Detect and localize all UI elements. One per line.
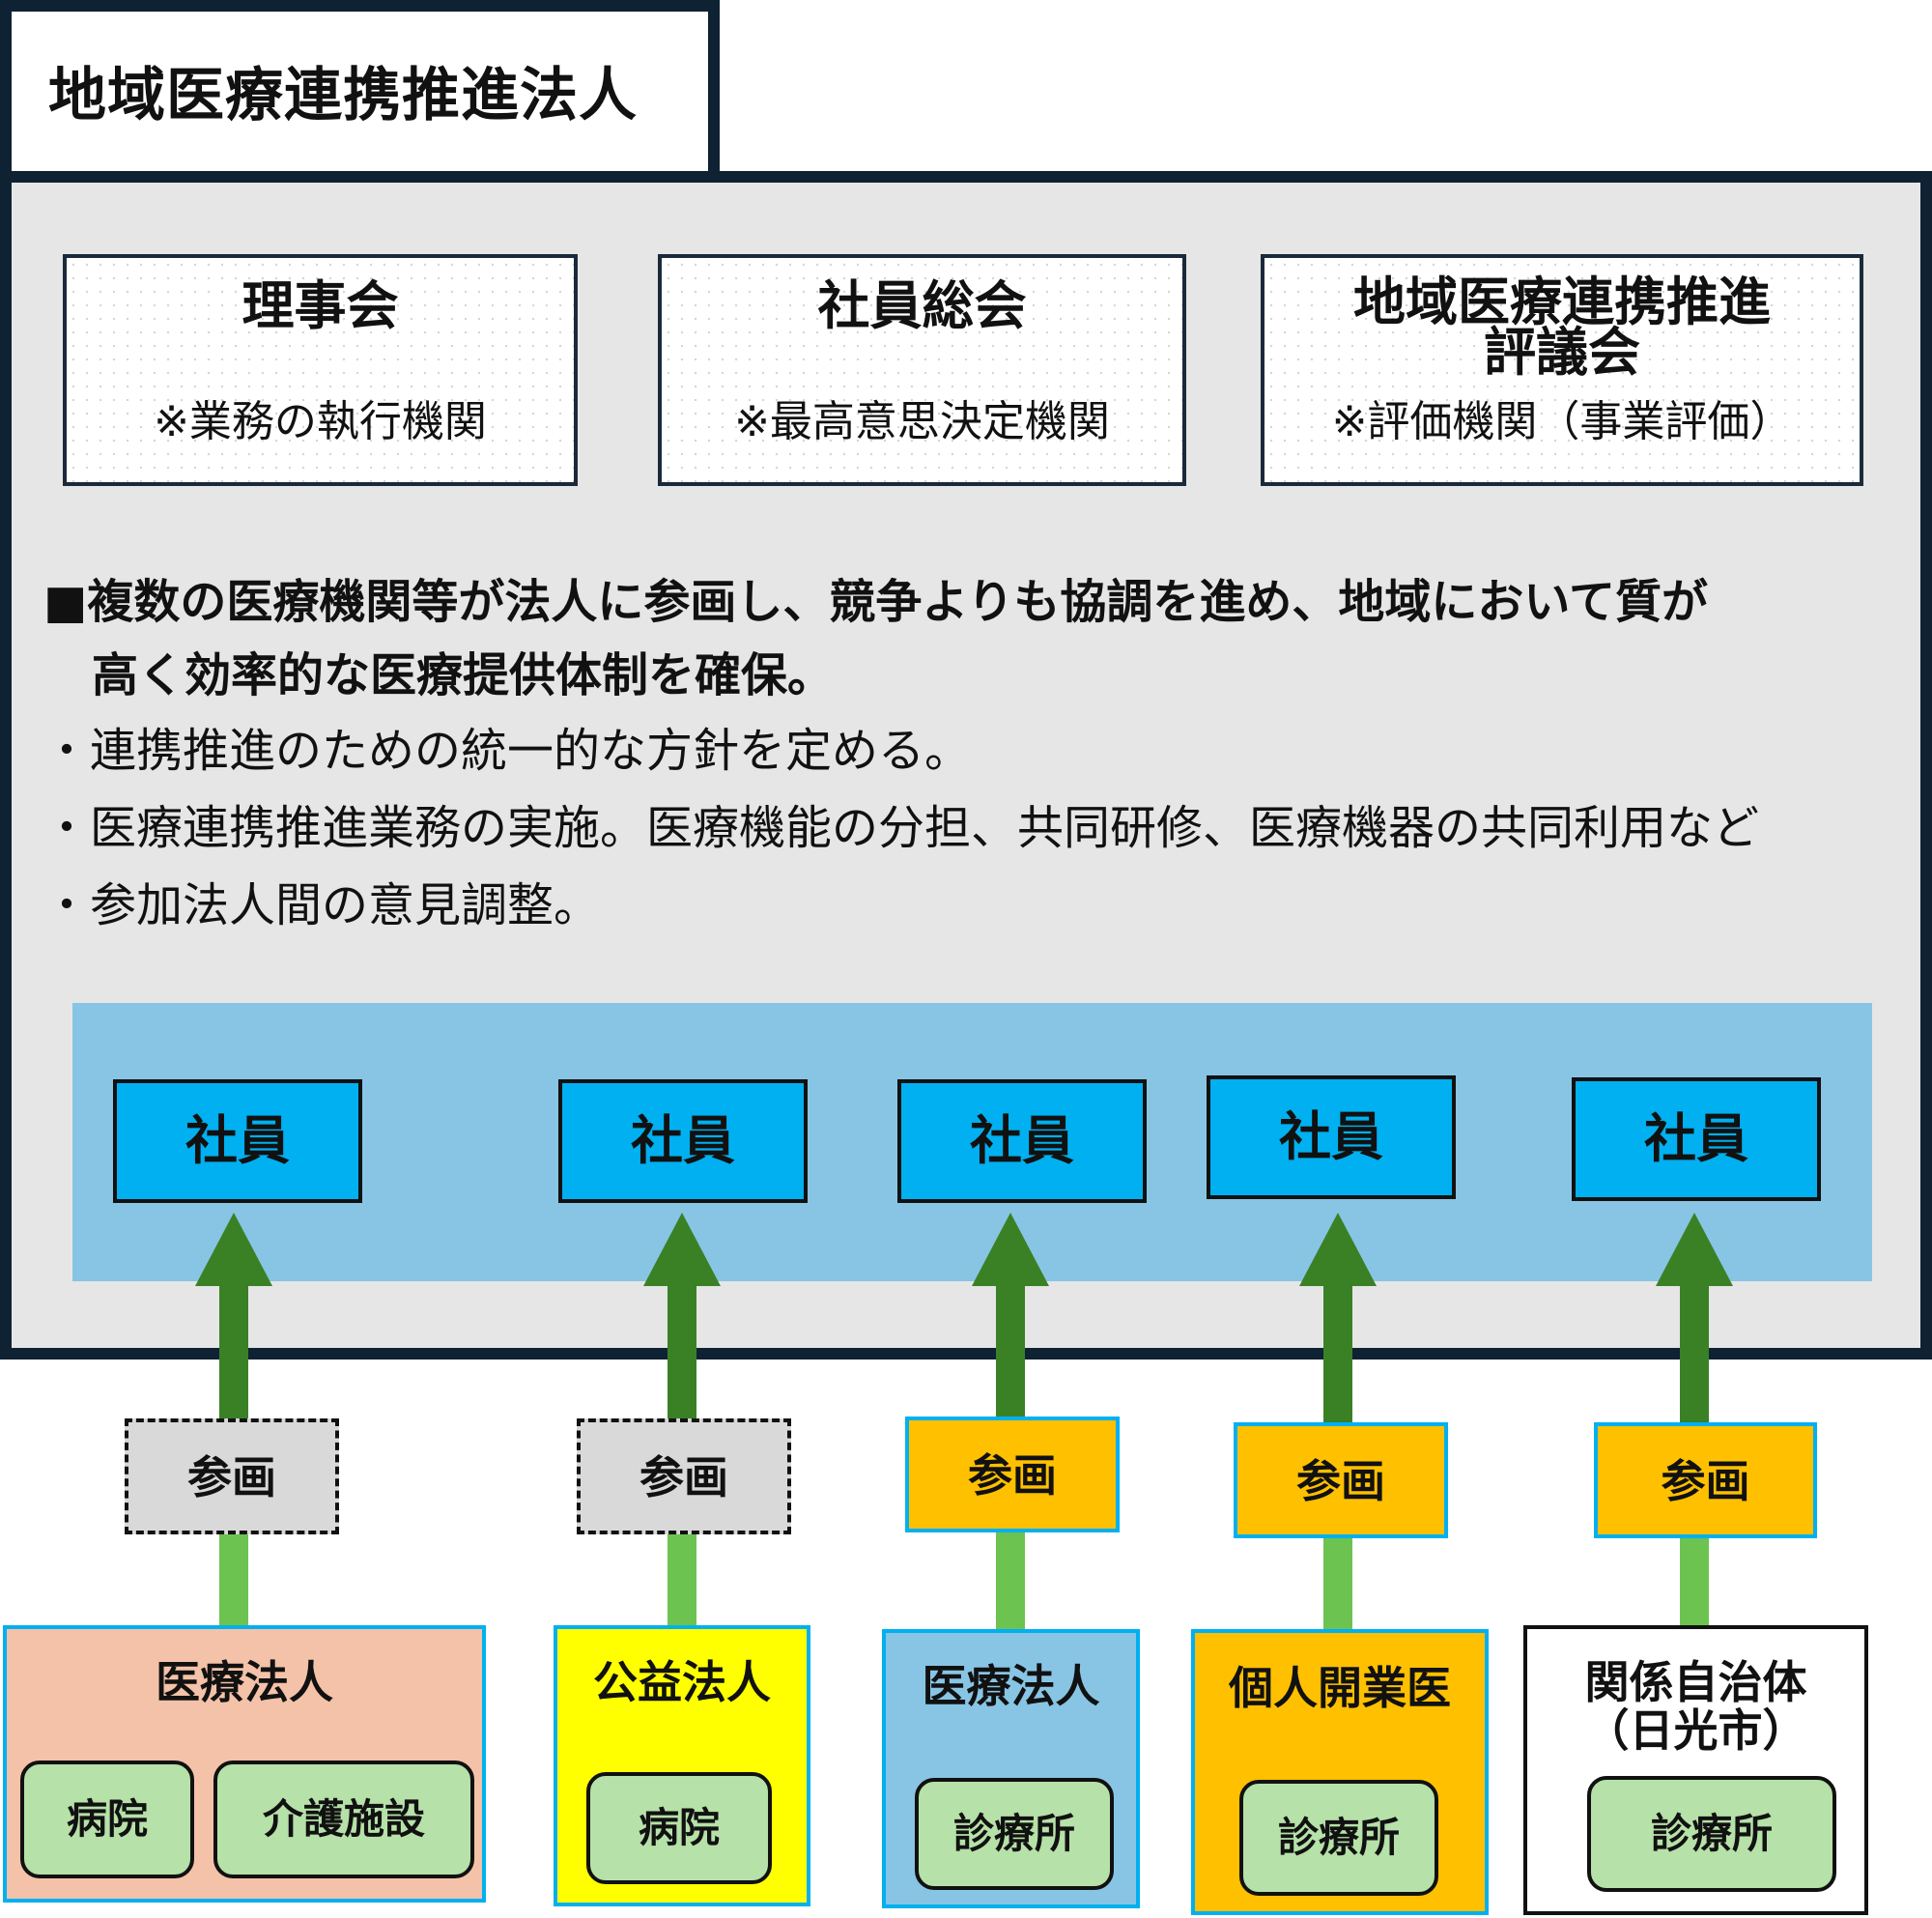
join-label: 参画	[577, 1418, 791, 1534]
facility-box: 介護施設	[213, 1761, 474, 1878]
org-name: 理事会	[242, 275, 399, 336]
entity-private-practitioner: 個人開業医 診療所	[1191, 1629, 1489, 1915]
entity-name: 公益法人	[593, 1656, 771, 1708]
entity-public-interest-corp: 公益法人 病院	[554, 1625, 810, 1906]
arrow-shaft	[996, 1283, 1025, 1418]
member-box: 社員	[1572, 1077, 1821, 1201]
member-box: 社員	[113, 1079, 362, 1203]
org-box-board: 理事会 ※業務の執行機関	[63, 254, 578, 486]
entity-name: 関係自治体 （日光市）	[1527, 1658, 1864, 1755]
facility-box: 診療所	[1587, 1776, 1836, 1892]
entity-name-line1: 関係自治体	[1584, 1656, 1807, 1708]
org-box-evaluation-council: 地域医療連携推進 評議会 ※評価機関（事業評価）	[1261, 254, 1863, 486]
facility-box: 病院	[20, 1761, 194, 1878]
headline-line1: ■複数の医療機関等が法人に参画し、競争よりも協調を進め、地域において質が	[43, 575, 1708, 629]
entity-name: 医療法人	[156, 1656, 333, 1708]
arrow-shaft	[668, 1283, 696, 1420]
org-name: 地域医療連携推進 評議会	[1264, 272, 1860, 383]
join-label: 参画	[125, 1418, 339, 1534]
arrow-head-icon	[195, 1213, 272, 1286]
org-box-general-meeting: 社員総会 ※最高意思決定機関	[658, 254, 1186, 486]
org-name-line1: 地域医療連携推進	[1353, 272, 1771, 332]
org-note: ※最高意思決定機関	[734, 397, 1110, 446]
arrow-shaft	[219, 1283, 248, 1420]
org-name: 社員総会	[817, 275, 1027, 336]
connector-line	[668, 1534, 696, 1627]
bullet-item: ・医療連携推進業務の実施。医療機能の分担、共同研修、医療機器の共同利用など	[43, 801, 1760, 855]
arrow-head-icon	[972, 1213, 1049, 1286]
facility-box: 病院	[586, 1772, 772, 1884]
entity-name: 医療法人	[922, 1660, 1100, 1712]
member-box: 社員	[897, 1079, 1147, 1203]
title-tab: 地域医療連携推進法人	[0, 0, 720, 184]
entity-medical-corp-clinic: 医療法人 診療所	[882, 1629, 1140, 1908]
arrow-shaft	[1323, 1283, 1352, 1426]
entity-name-line2: （日光市）	[1584, 1704, 1807, 1757]
description-headline: ■複数の医療機関等が法人に参画し、競争よりも協調を進め、地域において質が 高く効…	[43, 565, 1889, 712]
page-title: 地域医療連携推進法人	[48, 62, 638, 129]
org-note: ※評価機関（事業評価）	[1331, 397, 1793, 446]
entity-medical-corp: 医療法人 病院 介護施設	[3, 1625, 486, 1903]
join-label: 参画	[905, 1417, 1120, 1532]
arrow-head-icon	[1299, 1213, 1377, 1286]
org-note: ※業務の執行機関	[154, 397, 487, 446]
org-name-line2: 評議会	[1484, 322, 1640, 383]
arrow-head-icon	[643, 1213, 721, 1286]
member-box: 社員	[1207, 1075, 1456, 1199]
member-box: 社員	[558, 1079, 808, 1203]
description: ■複数の医療機関等が法人に参画し、競争よりも協調を進め、地域において質が 高く効…	[43, 565, 1889, 944]
join-label: 参画	[1594, 1422, 1817, 1538]
bullet-item: ・参加法人間の意見調整。	[43, 878, 601, 932]
connector-line	[1323, 1534, 1352, 1629]
facility-box: 診療所	[915, 1778, 1114, 1890]
bullet-item: ・連携推進のための統一的な方針を定める。	[43, 724, 972, 778]
entity-municipality: 関係自治体 （日光市） 診療所	[1523, 1625, 1868, 1915]
arrow-head-icon	[1656, 1213, 1733, 1286]
headline-line2: 高く効率的な医療提供体制を確保。	[92, 648, 835, 702]
connector-line	[1680, 1534, 1709, 1627]
connector-line	[219, 1534, 248, 1627]
arrow-shaft	[1680, 1283, 1709, 1426]
entity-name: 個人開業医	[1229, 1662, 1451, 1714]
facility-box: 診療所	[1239, 1780, 1438, 1896]
connector-line	[996, 1532, 1025, 1629]
join-label: 参画	[1234, 1422, 1448, 1538]
